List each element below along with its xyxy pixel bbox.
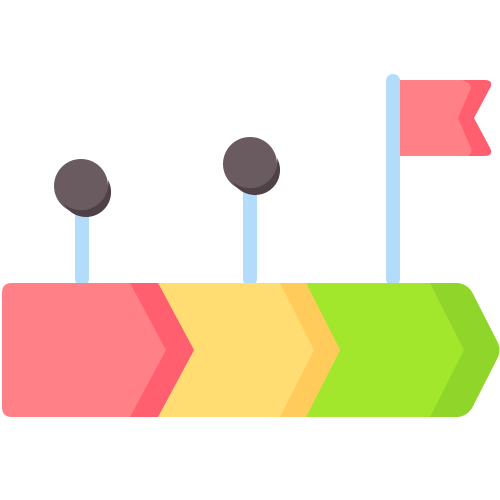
pin-2-pole <box>243 176 257 286</box>
pin-2-icon <box>223 137 281 286</box>
goal-flag-icon <box>386 74 492 286</box>
pin-1-icon <box>54 159 112 286</box>
segment-green <box>300 283 500 417</box>
segment-red <box>2 283 194 417</box>
flag-cloth-shade <box>458 80 492 156</box>
pin-1-head <box>54 159 108 213</box>
segment-green-shade <box>430 283 500 417</box>
flag-pole <box>386 74 400 286</box>
segment-yellow <box>152 283 340 417</box>
segment-yellow-shade <box>280 283 340 417</box>
segment-yellow-main <box>152 283 340 417</box>
pin-1-pole <box>75 198 89 286</box>
segment-red-shade <box>130 283 194 417</box>
pin-1-head-shadow <box>64 180 112 218</box>
pin-2-head <box>223 137 277 191</box>
pin-2-head-shadow <box>233 158 281 196</box>
segment-red-main <box>2 283 194 417</box>
